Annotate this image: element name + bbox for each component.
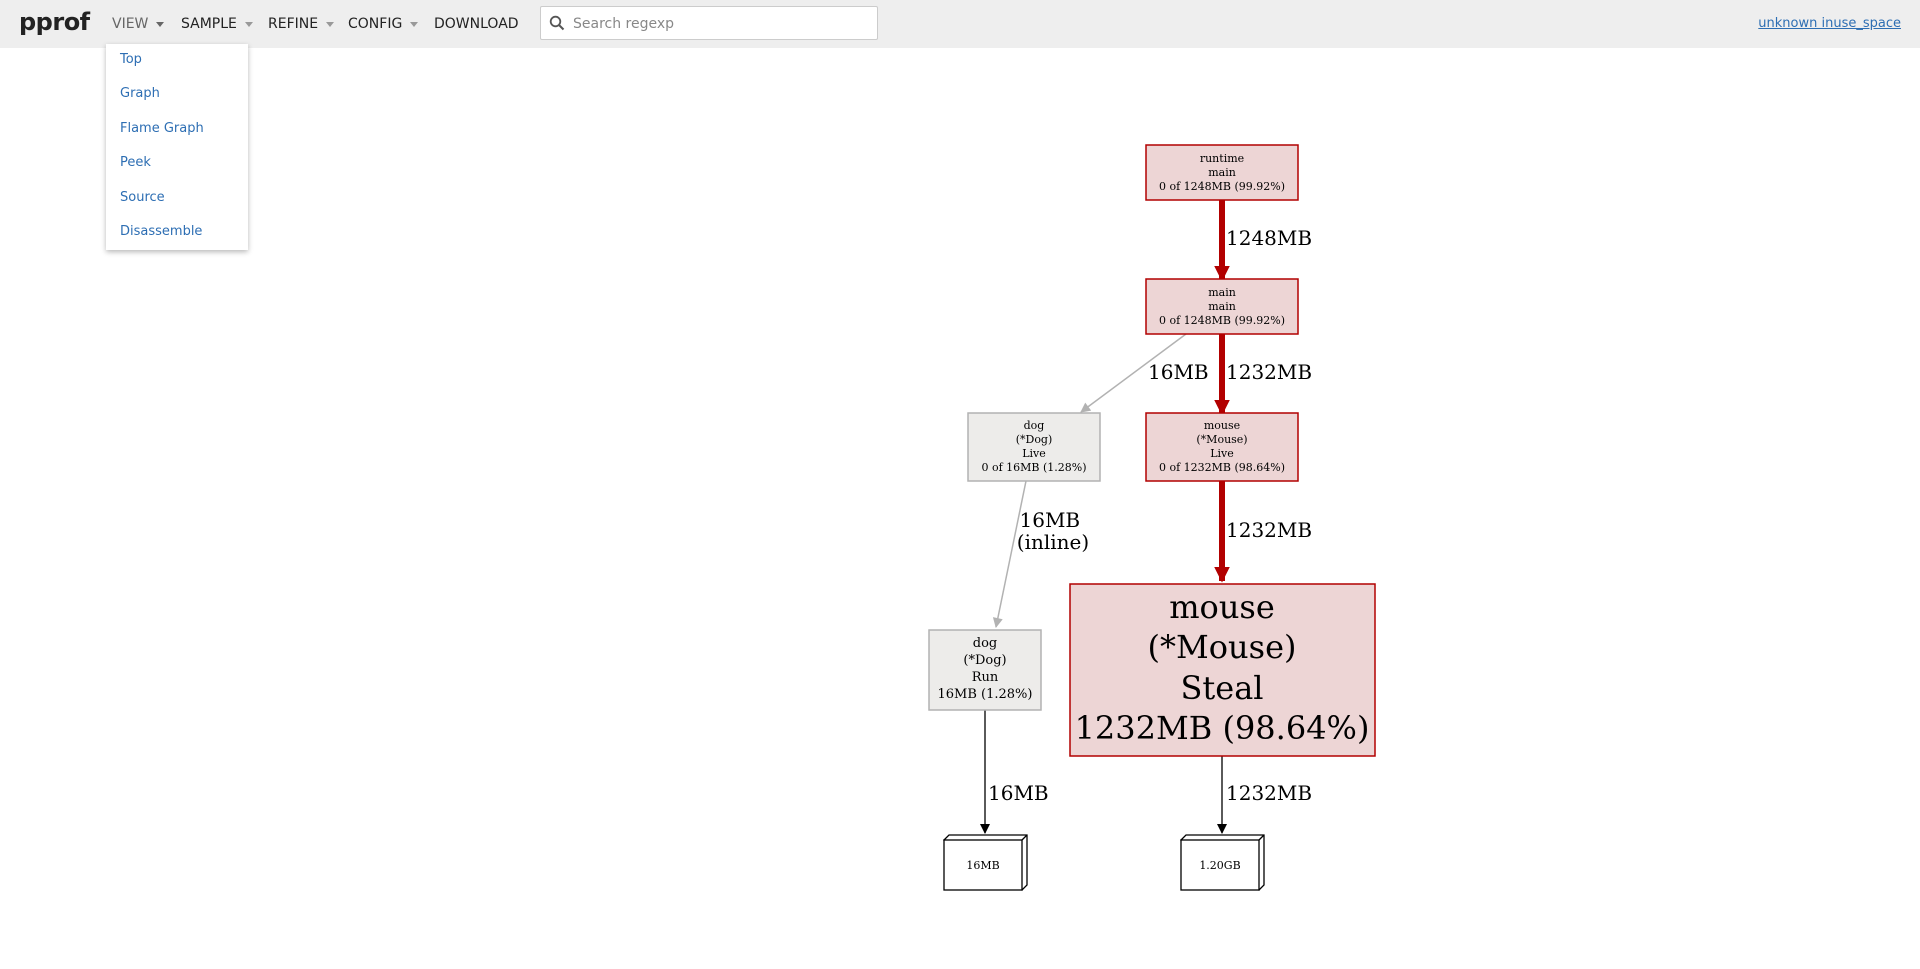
svg-text:0 of 16MB (1.28%): 0 of 16MB (1.28%) xyxy=(981,461,1086,474)
view-graph-item[interactable]: Graph xyxy=(120,86,160,101)
search-box xyxy=(540,6,878,40)
view-menu[interactable]: VIEW xyxy=(112,16,165,32)
view-peek-item[interactable]: Peek xyxy=(120,155,151,170)
view-flame-graph-item[interactable]: Flame Graph xyxy=(120,121,204,136)
svg-text:Live: Live xyxy=(1210,447,1234,460)
svg-text:(*Dog): (*Dog) xyxy=(1016,433,1053,446)
chevron-down-icon xyxy=(326,21,335,27)
node-mouse-live[interactable]: mouse (*Mouse) Live 0 of 1232MB (98.64%) xyxy=(1145,412,1299,482)
svg-text:Steal: Steal xyxy=(1180,669,1263,707)
svg-text:16MB: 16MB xyxy=(966,859,999,872)
svg-text:16MB (1.28%): 16MB (1.28%) xyxy=(938,687,1033,702)
svg-text:dog: dog xyxy=(1024,419,1045,432)
svg-text:Run: Run xyxy=(972,670,999,685)
view-source-item[interactable]: Source xyxy=(120,190,165,205)
config-menu[interactable]: CONFIG xyxy=(348,16,419,32)
svg-text:runtime: runtime xyxy=(1200,152,1244,165)
app-title[interactable]: pprof xyxy=(19,8,90,36)
view-top-item[interactable]: Top xyxy=(120,52,142,67)
size-box-16mb[interactable]: 16MB xyxy=(942,834,1028,891)
chevron-down-icon xyxy=(244,21,253,27)
svg-text:(*Mouse): (*Mouse) xyxy=(1196,433,1247,446)
sample-menu-label: SAMPLE xyxy=(181,16,237,32)
chevron-down-icon xyxy=(156,21,165,27)
svg-text:Live: Live xyxy=(1022,447,1046,460)
svg-text:1.20GB: 1.20GB xyxy=(1199,859,1240,872)
edge-dog-live-to-dog-run[interactable] xyxy=(992,480,1027,628)
download-label: DOWNLOAD xyxy=(434,16,519,32)
node-dog-run[interactable]: dog (*Dog) Run 16MB (1.28%) xyxy=(928,629,1042,711)
search-icon xyxy=(549,15,565,31)
edge-label-steal-size: 1232MB xyxy=(1226,781,1312,805)
refine-menu[interactable]: REFINE xyxy=(268,16,335,32)
svg-text:(*Mouse): (*Mouse) xyxy=(1148,628,1297,666)
edge-label-main-mouse: 1232MB xyxy=(1226,360,1312,384)
chevron-down-icon xyxy=(410,21,419,27)
svg-text:0 of 1248MB (99.92%): 0 of 1248MB (99.92%) xyxy=(1159,180,1285,193)
svg-text:mouse: mouse xyxy=(1169,588,1275,626)
profile-info-link[interactable]: unknown inuse_space xyxy=(1758,16,1901,31)
node-runtime-main[interactable]: runtime main 0 of 1248MB (99.92%) xyxy=(1145,144,1299,201)
search-input[interactable] xyxy=(571,12,870,36)
edge-label-dog-inline: 16MB (inline) xyxy=(1017,508,1089,554)
view-dropdown-menu: Top Graph Flame Graph Peek Source Disass… xyxy=(106,44,248,250)
svg-text:0 of 1232MB (98.64%): 0 of 1232MB (98.64%) xyxy=(1159,461,1285,474)
node-main-main[interactable]: main main 0 of 1248MB (99.92%) xyxy=(1145,278,1299,335)
edge-label-mouse-steal: 1232MB xyxy=(1226,518,1312,542)
refine-menu-label: REFINE xyxy=(268,16,319,32)
top-toolbar: pprof VIEW SAMPLE REFINE CONFIG DOWNLOAD… xyxy=(0,0,1920,48)
edge-label-main-dog: 16MB xyxy=(1148,360,1209,384)
svg-text:0 of 1248MB (99.92%): 0 of 1248MB (99.92%) xyxy=(1159,314,1285,327)
edge-label-runtime-main: 1248MB xyxy=(1226,226,1312,250)
svg-text:1232MB (98.64%): 1232MB (98.64%) xyxy=(1075,709,1370,747)
config-menu-label: CONFIG xyxy=(348,16,403,32)
edge-main-to-dog-live[interactable] xyxy=(1080,333,1187,413)
svg-text:main: main xyxy=(1208,286,1236,299)
svg-text:main: main xyxy=(1208,300,1236,313)
view-menu-label: VIEW xyxy=(112,16,149,32)
svg-text:mouse: mouse xyxy=(1204,419,1240,432)
view-disassemble-item[interactable]: Disassemble xyxy=(120,224,203,239)
download-button[interactable]: DOWNLOAD xyxy=(434,16,519,32)
svg-text:(*Dog): (*Dog) xyxy=(963,653,1006,668)
size-box-120gb[interactable]: 1.20GB xyxy=(1179,834,1265,891)
sample-menu[interactable]: SAMPLE xyxy=(181,16,253,32)
svg-text:dog: dog xyxy=(973,636,997,651)
svg-text:main: main xyxy=(1208,166,1236,179)
edge-label-dog-size: 16MB xyxy=(988,781,1049,805)
node-mouse-steal[interactable]: mouse (*Mouse) Steal 1232MB (98.64%) xyxy=(1069,583,1376,757)
call-graph: 1248MB 16MB 1232MB 16MB (inline) 1232MB … xyxy=(928,144,1376,891)
node-dog-live[interactable]: dog (*Dog) Live 0 of 16MB (1.28%) xyxy=(967,412,1101,482)
